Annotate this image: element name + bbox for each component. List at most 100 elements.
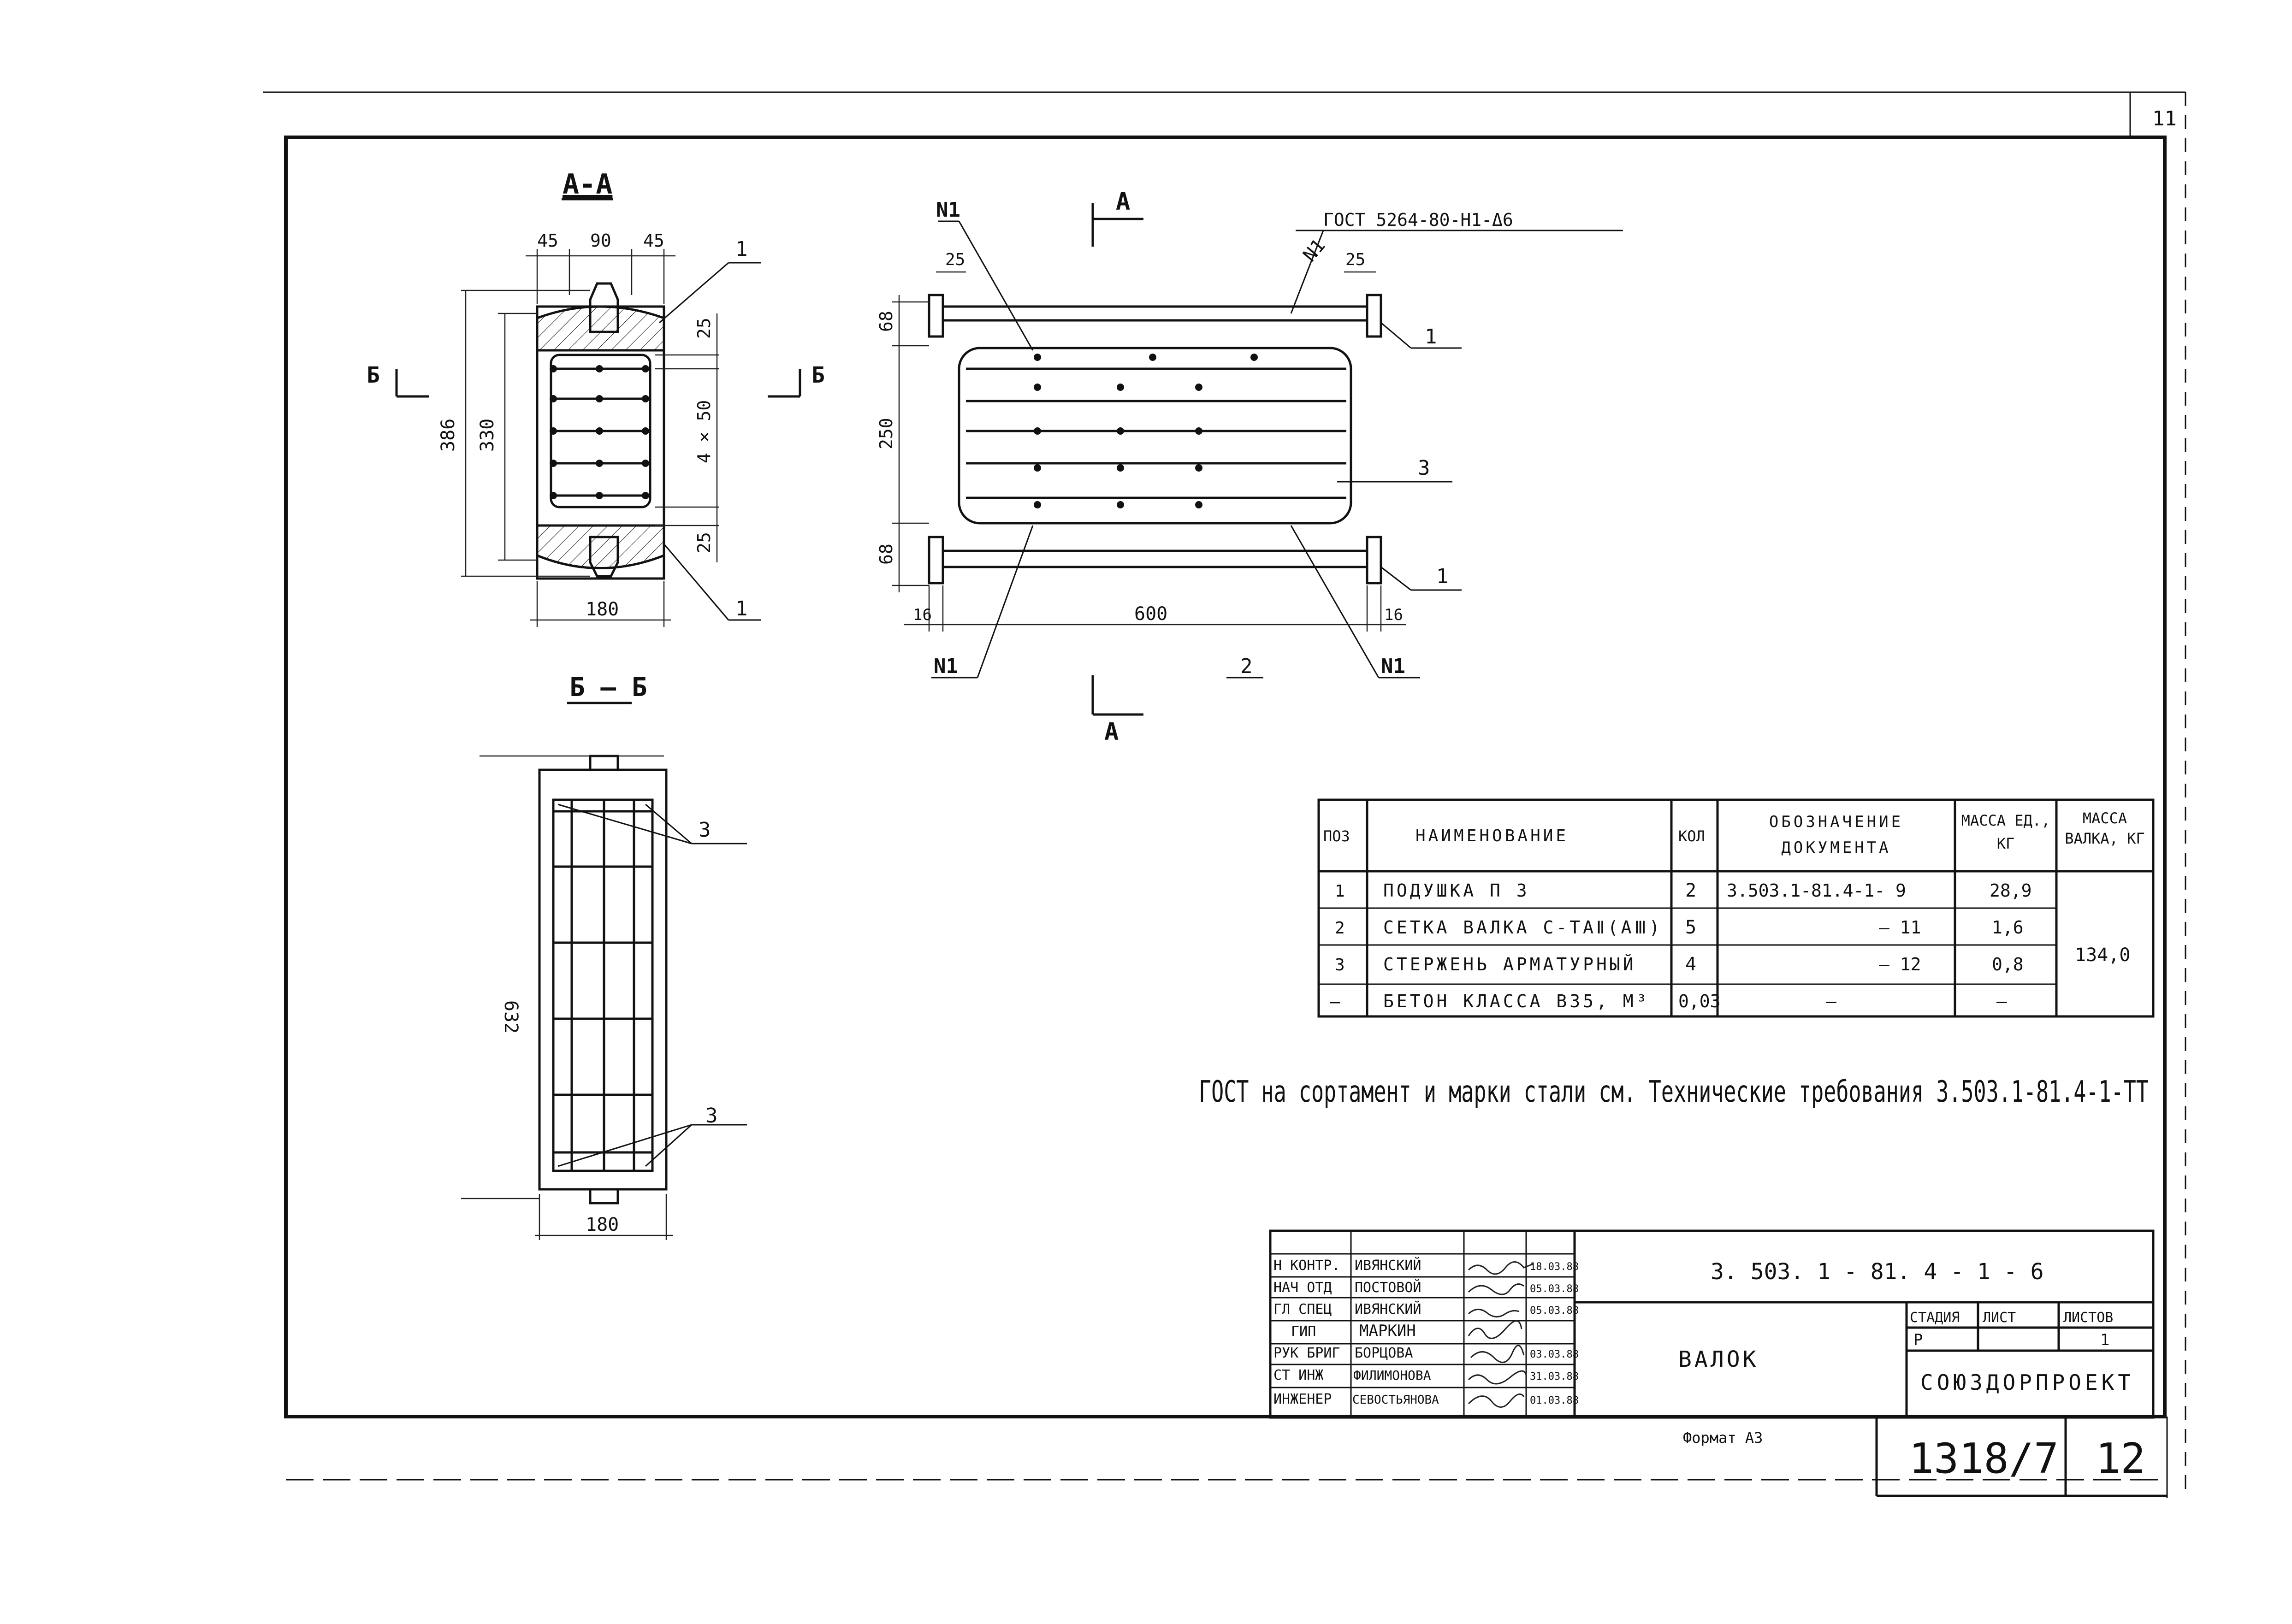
elev-dim-h-bot: 68 — [876, 543, 896, 565]
corner-sheet-number: 11 — [2152, 107, 2177, 130]
bb-callout-bottom: 3 — [705, 1104, 718, 1128]
elev-left-dimensions — [892, 295, 929, 592]
bb-callout-top: 3 — [699, 818, 711, 842]
staff-name-7: СЕВОСТЬЯНОВА — [1352, 1393, 1439, 1407]
staff-role-1: Н КОНТР. — [1273, 1258, 1340, 1274]
elev-weld-mark-bottom-left: N1 — [934, 655, 958, 678]
staff-date-1: 18.03.88 — [1530, 1261, 1579, 1273]
staff-role-6: СТ ИНЖ — [1273, 1367, 1323, 1383]
row-2-mass: 1,6 — [1992, 917, 2024, 938]
row-3-mass: 0,8 — [1992, 954, 2024, 974]
staff-name-6: ФИЛИМОНОВА — [1353, 1368, 1431, 1383]
stage-header: СТАДИЯ — [1910, 1310, 1960, 1326]
aa-dim-bottom: 180 — [586, 599, 619, 620]
elev-cushion-left-bottom — [928, 536, 944, 585]
aa-dim-right-bot: 25 — [694, 532, 714, 553]
aa-callout-leaders — [659, 262, 761, 621]
table-row: — БЕТОН КЛАССА В35, М³ 0,03 — — — [1330, 991, 2007, 1011]
aa-bottom-dimension — [530, 581, 671, 627]
row-2-pos: 2 — [1335, 919, 1345, 938]
row-4-name: БЕТОН КЛАССА В35, М³ — [1383, 991, 1650, 1011]
table-header-pos: ПОЗ — [1323, 827, 1350, 845]
staff-role-5: РУК БРИГ — [1273, 1345, 1340, 1361]
elev-dim-length: 600 — [1134, 603, 1167, 625]
table-row: 3 СТЕРЖЕНЬ АРМАТУРНЫЙ 4 – 12 0,8 — [1335, 954, 2024, 975]
table-header-mass-unit: МАССА ЕД., КГ — [1961, 812, 2050, 852]
aa-mesh — [550, 354, 651, 508]
elev-dim-right-top: 25 — [1345, 250, 1365, 269]
aa-dim-height-inner: 330 — [477, 419, 498, 452]
sheet-header: ЛИСТ — [1983, 1310, 2016, 1326]
aa-callout-top: 1 — [735, 237, 748, 261]
row-1-pos: 1 — [1335, 882, 1345, 901]
gost-note: ГОСТ на сортамент и марки стали см. Техн… — [1199, 1075, 2149, 1109]
table-header-name: НАИМЕНОВАНИЕ — [1415, 827, 1569, 845]
sheets-header: ЛИСТОВ — [2063, 1310, 2113, 1326]
aa-top-cushion — [536, 305, 665, 352]
aa-right-dimensions — [655, 313, 719, 562]
elev-dim-bottom-left: 16 — [913, 606, 932, 624]
page-number: 12 — [2096, 1435, 2145, 1483]
staff-name-2: ПОСТОВОЙ — [1355, 1279, 1421, 1296]
elev-longitudinal-bars — [943, 305, 1367, 568]
aa-dim-right-mid: 4 × 50 — [694, 400, 714, 463]
title-block: Н КОНТР. ИВЯНСКИЙ 18.03.88 НАЧ ОТД ПОСТО… — [1269, 1229, 2155, 1483]
elev-bottom-leaders — [931, 525, 1420, 679]
section-aa-title: А-А — [563, 168, 612, 201]
elev-callout-bot-right: 1 — [1436, 565, 1449, 588]
elev-right-leaders — [1337, 322, 1462, 591]
elev-gost-label: ГОСТ 5264-80-Н1-Δ6 — [1323, 210, 1513, 230]
aa-dim-right-top: 25 — [694, 318, 714, 339]
archive-number: 1318/7 — [1909, 1435, 2059, 1483]
staff-name-5: БОРЦОВА — [1355, 1345, 1413, 1361]
bb-dim-width: 180 — [586, 1214, 619, 1235]
elev-dim-bottom-right: 16 — [1384, 606, 1403, 624]
format-label: Формат А3 — [1683, 1429, 1763, 1447]
row-2-name: СЕТКА ВАЛКА С-ТАⅡ(АⅢ) — [1383, 917, 1663, 938]
staff-role-4: ГИП — [1291, 1323, 1316, 1340]
staff-date-6: 31.03.88 — [1530, 1371, 1579, 1382]
elev-section-mark-top: А — [1116, 188, 1130, 216]
sheets-value: 1 — [2100, 1331, 2109, 1349]
staff-role-7: ИНЖЕНЕР — [1273, 1391, 1332, 1407]
elev-weld-mark-bottom-right: N1 — [1381, 655, 1405, 678]
bb-top-lug — [589, 755, 619, 771]
elev-callout-bottom: 2 — [1240, 655, 1253, 678]
elev-bottom-dimensions — [904, 585, 1406, 632]
table-header-doc: ОБОЗНАЧЕНИЕ ДОКУМЕНТА — [1769, 813, 1904, 857]
staff-role-3: ГЛ СПЕЦ — [1273, 1301, 1332, 1317]
section-bb-title: Б – Б — [569, 673, 647, 703]
row-1-name: ПОДУШКА П 3 — [1383, 880, 1530, 901]
signatures — [1468, 1261, 1534, 1408]
staff-date-5: 03.03.88 — [1530, 1349, 1579, 1360]
aa-left-dimensions — [461, 289, 590, 577]
aa-callout-bottom: 1 — [735, 597, 748, 620]
row-4-pos: — — [1330, 992, 1340, 1011]
bb-bottom-lug — [589, 1188, 619, 1205]
table-header-qty: КОЛ — [1678, 827, 1705, 845]
aa-bottom-lug — [589, 536, 619, 578]
staff-date-3: 05.03.88 — [1530, 1305, 1579, 1317]
aa-cut-markers — [395, 369, 801, 398]
aa-dim-top-left: 45 — [537, 230, 558, 251]
row-4-doc: — — [1826, 991, 1836, 1011]
elev-bar-dots — [1034, 354, 1258, 508]
elevation-view: А А — [876, 188, 1623, 746]
staff-name-3: ИВЯНСКИЙ — [1355, 1301, 1421, 1317]
bb-bottom-dimension — [461, 1194, 673, 1240]
company-name: СОЮЗДОРПРОЕКТ — [1920, 1370, 2134, 1395]
elev-dim-h-top: 68 — [876, 311, 896, 332]
row-1-mass: 28,9 — [1990, 880, 2032, 901]
sheet-frame: 11 — [263, 91, 2186, 1498]
elev-dim-left-top: 25 — [945, 250, 965, 269]
table-row: 1 ПОДУШКА П 3 2 3.503.1-81.4-1- 9 28,9 — [1335, 880, 2032, 901]
elev-cushion-right-top — [1366, 294, 1382, 338]
row-3-doc: – 12 — [1879, 954, 1921, 974]
row-1-doc: 3.503.1-81.4-1- 9 — [1727, 880, 1906, 901]
object-name: ВАЛОК — [1678, 1346, 1759, 1372]
elev-dim-h-mid: 250 — [876, 418, 896, 449]
aa-top-lug — [589, 282, 619, 333]
elev-cushion-left-top — [928, 294, 944, 338]
table-row: 2 СЕТКА ВАЛКА С-ТАⅡ(АⅢ) 5 – 11 1,6 — [1335, 917, 2024, 938]
staff-name-1: ИВЯНСКИЙ — [1355, 1257, 1421, 1274]
